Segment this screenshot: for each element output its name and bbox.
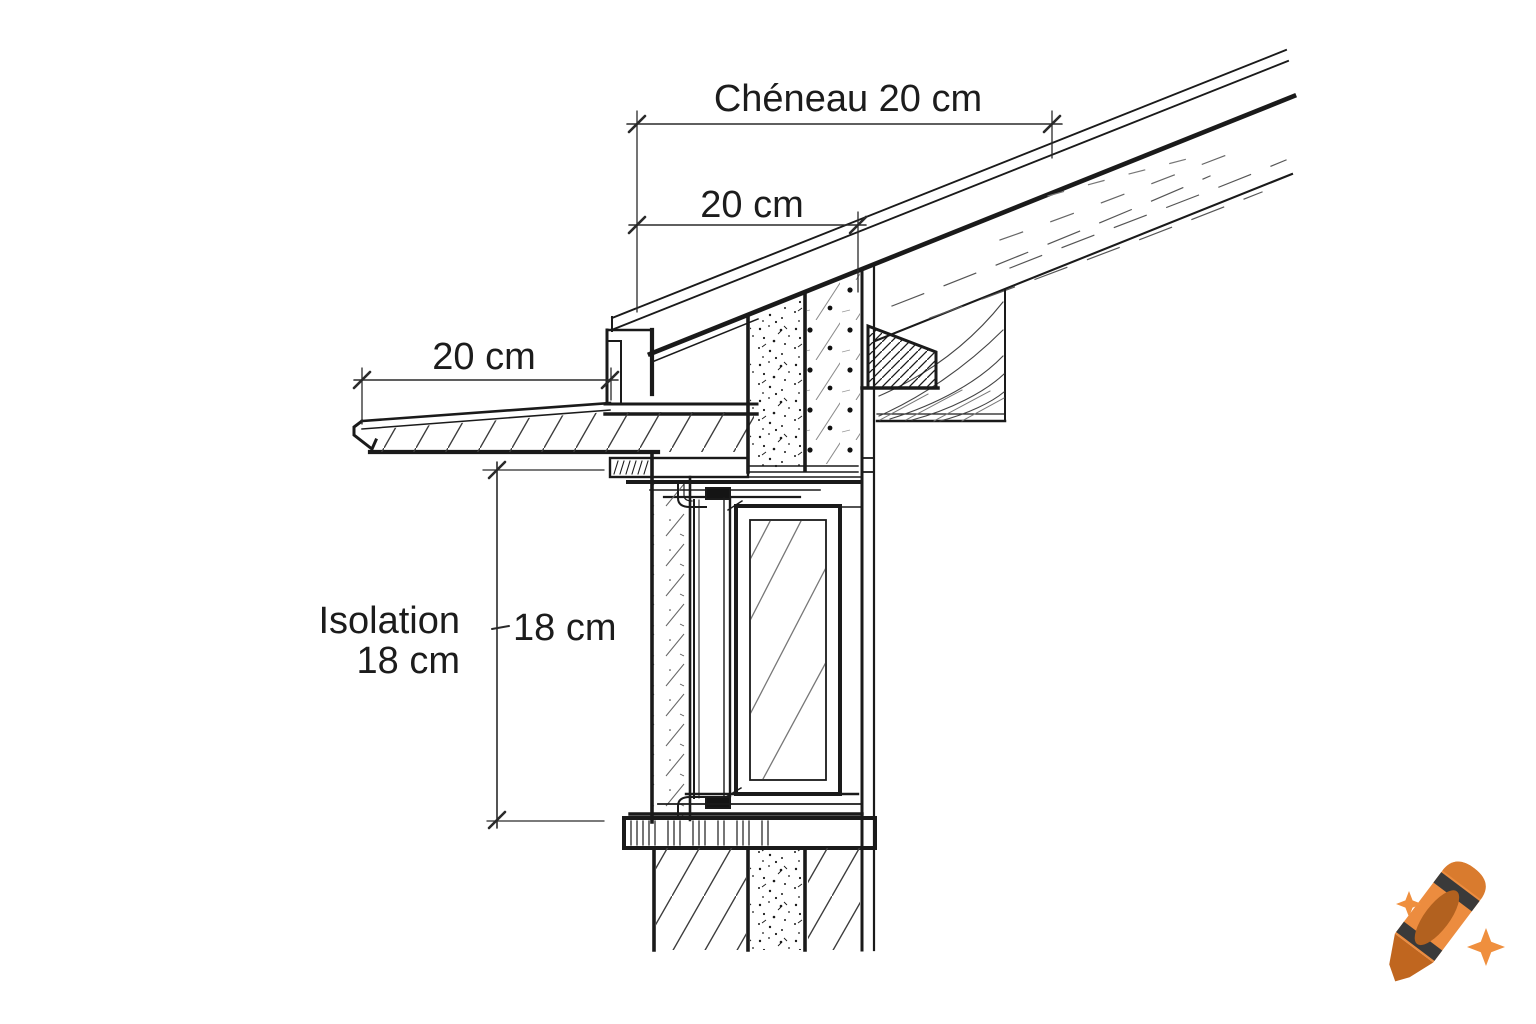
insulation-title-label: Isolation (318, 600, 460, 642)
rafter-wood-grain (891, 149, 1287, 319)
dimension-insulation (482, 460, 605, 830)
dimension-roof-edge (627, 211, 868, 293)
concrete-dot-column (807, 272, 860, 464)
glazing-unit-inner (749, 519, 827, 781)
dimension-annotations (352, 110, 1063, 830)
insulation-speckle-column (750, 296, 803, 468)
dimension-overhang (352, 367, 620, 425)
band-end-ticks (613, 460, 649, 475)
crayon-logo-icon (1389, 861, 1505, 982)
crayon-body-group (1389, 861, 1486, 982)
sill-assembly (622, 792, 877, 850)
sparkle-icon-small (1396, 891, 1422, 917)
roof-assembly (610, 48, 1297, 423)
insulation-size-label: 18 cm (357, 640, 460, 682)
crayon-label-oval (1414, 890, 1460, 946)
crayon-cap (1442, 861, 1486, 900)
rafter-top-line (647, 93, 1297, 357)
lower-wall-section (652, 846, 860, 952)
crayon-tip (1389, 933, 1434, 982)
head-profile (677, 482, 707, 508)
dim-label-roof-edge: 20 cm (700, 184, 803, 226)
dim-label-insulation: 18 cm (513, 607, 616, 649)
sparkle-icon-large (1467, 928, 1505, 966)
wall-head-section (746, 262, 876, 952)
dim-label-cheneau: Chéneau 20 cm (714, 78, 982, 120)
outer-wall-column (650, 453, 692, 824)
sill-profile (677, 796, 707, 818)
sill-band-ticks (630, 820, 769, 846)
beam-hatch (879, 389, 1005, 422)
wall-plate-beam (875, 289, 1007, 423)
glass-reflections (751, 521, 825, 779)
dim-label-overhang: 20 cm (432, 336, 535, 378)
dimension-cheneau (626, 110, 1063, 313)
